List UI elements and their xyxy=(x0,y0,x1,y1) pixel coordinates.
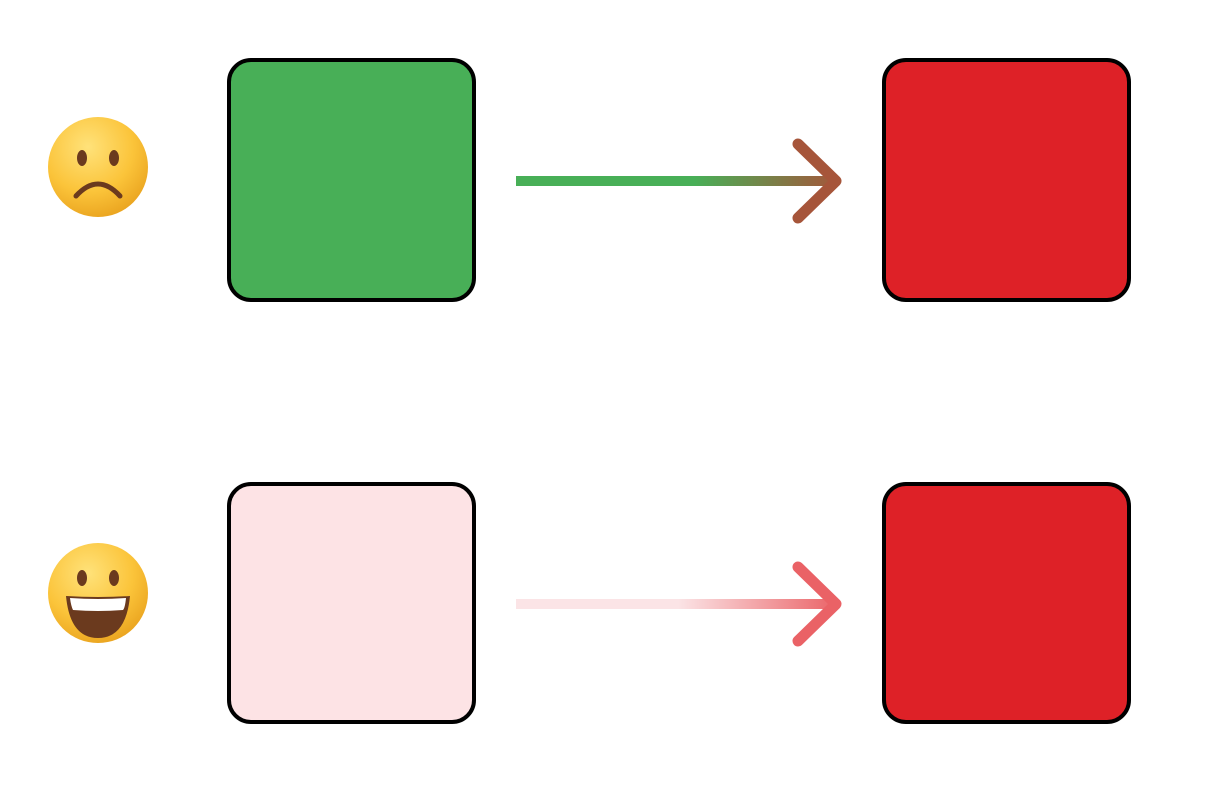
transition-arrow-1 xyxy=(516,138,842,224)
start-state-box-green xyxy=(227,58,476,302)
sad-face-icon xyxy=(48,117,148,217)
row-happy xyxy=(48,482,1131,724)
end-state-box-red xyxy=(882,482,1131,724)
row-sad xyxy=(48,58,1131,302)
end-state-box-red xyxy=(882,58,1131,302)
start-state-box-pink xyxy=(227,482,476,724)
happy-face-icon xyxy=(48,543,148,643)
transition-arrow-2 xyxy=(516,561,842,647)
